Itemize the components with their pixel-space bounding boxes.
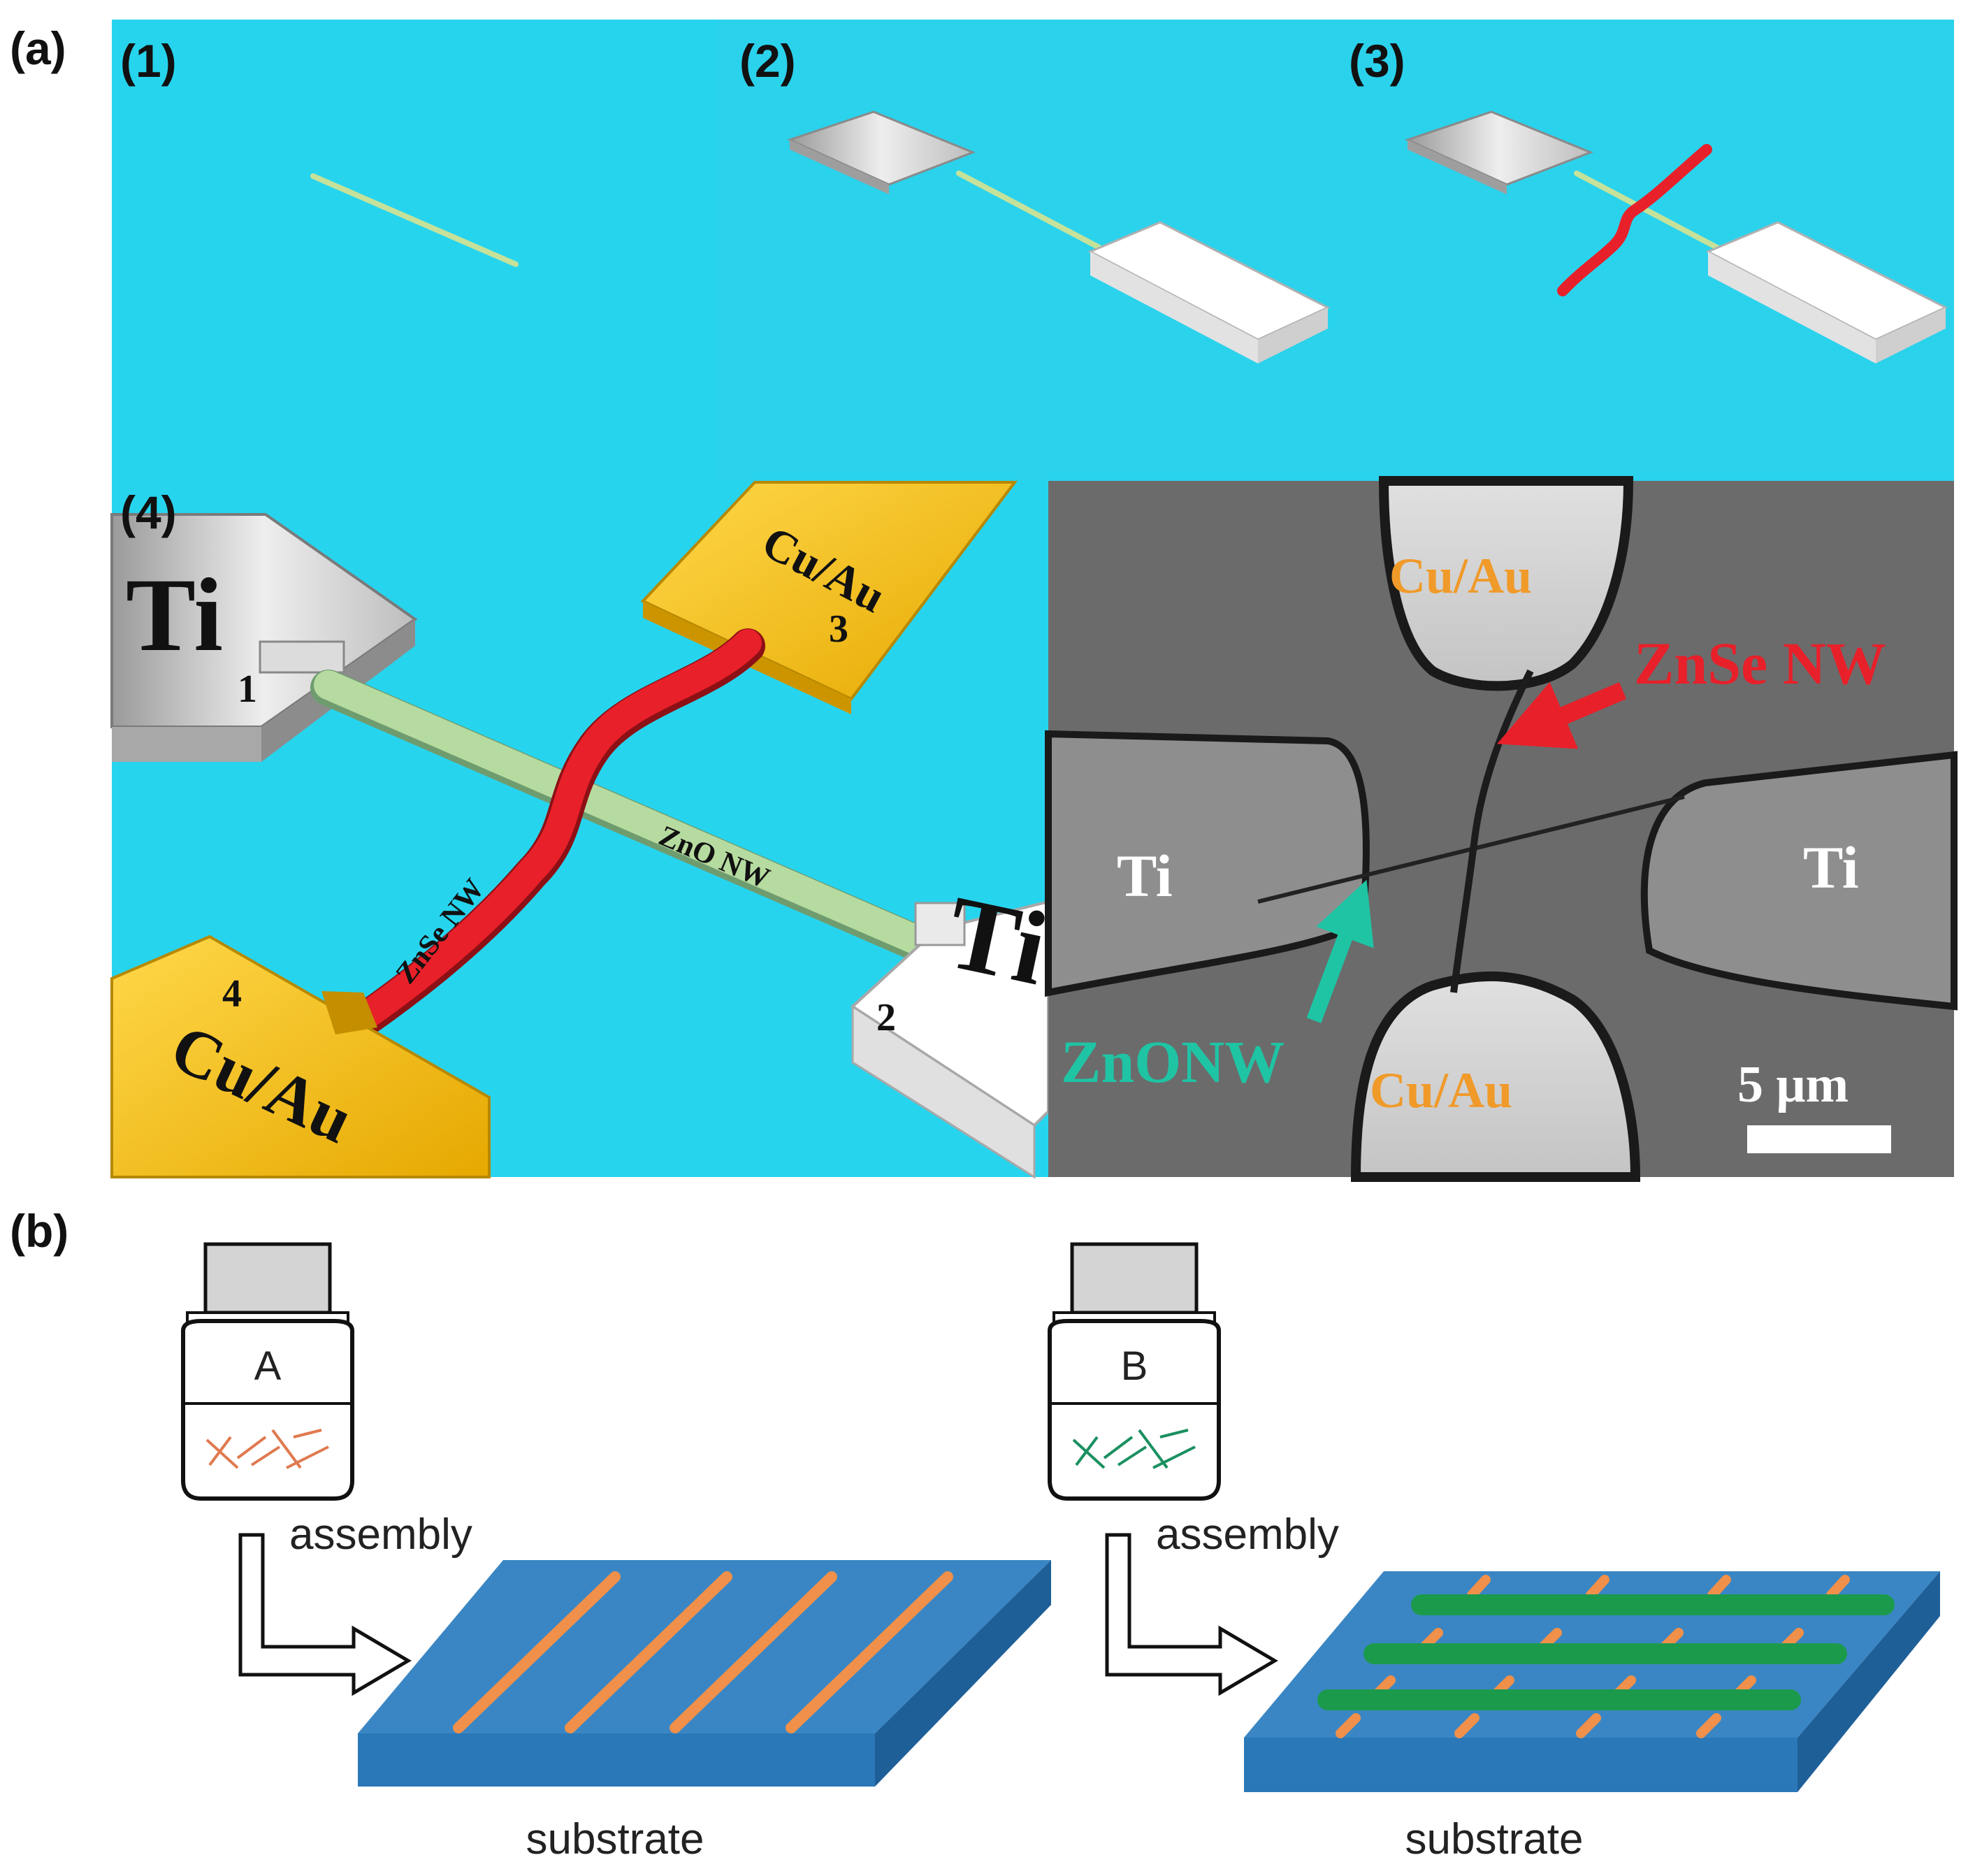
orange-nanowire <box>1576 1713 1601 1738</box>
substrate-1-front <box>358 1733 875 1787</box>
zno-nanowire <box>1574 171 1730 256</box>
step-4-label: (4) <box>120 486 177 538</box>
bottle-b-body <box>1048 1319 1221 1501</box>
ti-electrode-1-notch <box>259 640 345 674</box>
bottle-b-cap <box>1070 1242 1199 1315</box>
sem-znse-arrow <box>1497 681 1627 749</box>
step-3-label: (3) <box>1349 35 1405 87</box>
step-2-background <box>717 20 1335 481</box>
bottle-b-label: B <box>1121 1343 1148 1389</box>
sem-scale-bar-label: 5 μm <box>1737 1056 1849 1113</box>
panel-a-label: (a) <box>10 22 66 74</box>
sem-cu-au-label-top: Cu/Au <box>1389 548 1532 604</box>
electrode-number-4: 4 <box>222 972 242 1016</box>
bottle-a-label: A <box>254 1343 282 1389</box>
sem-zno-label: ZnONW <box>1061 1028 1285 1095</box>
ti-electrode-1 <box>1404 110 1594 186</box>
assembly-arrow-1 <box>238 1533 412 1696</box>
ti-electrode-2-front <box>851 1004 1036 1179</box>
assembly-arrow-2 <box>1105 1533 1278 1696</box>
ti-electrode-2-side <box>1258 308 1328 363</box>
sem-ti-label-right: Ti <box>1803 834 1859 901</box>
orange-nanowire <box>1467 1575 1491 1600</box>
bottle-a-nanowires <box>205 1429 329 1469</box>
orange-nanowire-array <box>1336 1575 1850 1738</box>
electrode-number-2: 2 <box>876 996 896 1039</box>
ti-electrode-1-side <box>1408 140 1507 194</box>
orange-nanowire <box>670 1571 837 1733</box>
step-3-panel: (3) <box>1335 20 1954 481</box>
panel-b-label: (b) <box>10 1205 68 1257</box>
sem-ti-pad-right <box>1640 751 1958 1011</box>
sem-cu-au-pad-bottom <box>1350 971 1641 1182</box>
orange-nanowire <box>1336 1713 1361 1738</box>
bottle-a: A <box>181 1242 354 1501</box>
ti-electrode-1-side <box>790 140 889 194</box>
znse-nanowire <box>1557 144 1712 296</box>
substrate-2-front <box>1244 1738 1797 1792</box>
znse-nanowire <box>349 629 762 1032</box>
step-3-background <box>1335 20 1954 481</box>
zno-nanowire <box>956 171 1113 256</box>
substrate-label-2: substrate <box>1405 1815 1583 1863</box>
sem-ti-label-left: Ti <box>1117 842 1173 909</box>
step-2-panel: (2) <box>717 20 1335 481</box>
ti-label-right: Ti <box>937 874 1056 1007</box>
assembly-label-2: assembly <box>1156 1510 1339 1559</box>
orange-nanowire <box>1696 1713 1721 1738</box>
step-1-label: (1) <box>120 35 177 87</box>
ti-electrode-2-front <box>1708 252 1876 363</box>
assembly-label-1: assembly <box>289 1510 472 1559</box>
sem-zno-arrow <box>1306 879 1374 1023</box>
ti-label-left: Ti <box>126 557 223 673</box>
ti-electrode-2-front <box>1090 252 1258 363</box>
zno-nanowire <box>314 670 936 957</box>
bottle-b-nanowires <box>1072 1429 1196 1469</box>
step-1-panel: (1) <box>112 20 717 481</box>
electrode-number-1: 1 <box>238 668 257 711</box>
orange-nanowire <box>453 1571 621 1733</box>
step-1-background <box>112 20 717 481</box>
cu-au-electrode-4-notch <box>321 991 377 1034</box>
bottle-a-body <box>181 1319 354 1501</box>
sem-cu-au-label-bottom: Cu/Au <box>1370 1062 1512 1118</box>
orange-nanowire <box>565 1571 732 1733</box>
sem-znse-label: ZnSe NW <box>1634 630 1886 697</box>
electrode-number-3: 3 <box>829 607 848 651</box>
sem-image: Cu/Au Cu/Au Ti Ti ZnSe NW ZnONW 5 μm <box>1045 476 1958 1182</box>
ti-electrode-2-notch <box>914 902 966 946</box>
sem-scale-bar <box>1747 1125 1891 1153</box>
step-2-label: (2) <box>739 35 796 87</box>
bottle-b: B <box>1048 1242 1221 1501</box>
substrate-2-side <box>1797 1571 1940 1792</box>
ti-electrode-2-side <box>1876 308 1946 363</box>
orange-nanowire <box>1826 1575 1850 1600</box>
substrate-1-side <box>875 1560 1051 1787</box>
substrate-1-top <box>358 1560 1051 1733</box>
zno-nanowire <box>310 173 519 267</box>
cu-au-electrode-4 <box>110 935 491 1178</box>
orange-nanowire <box>786 1571 953 1733</box>
substrate-2: substrate <box>1244 1571 1940 1863</box>
substrate-label-1: substrate <box>526 1815 704 1863</box>
orange-nanowire <box>1454 1713 1480 1738</box>
substrate-1: substrate <box>358 1560 1051 1863</box>
step-4-schematic: Ti 1 Cu/Au 3 ZnO NW ZnSe NW Ti 2 4 Cu/Au… <box>110 481 1057 1179</box>
ti-electrode-1-front <box>112 727 261 762</box>
bottle-a-cap <box>203 1242 332 1315</box>
orange-nanowire <box>1586 1575 1609 1600</box>
orange-nanowire <box>1707 1575 1731 1600</box>
